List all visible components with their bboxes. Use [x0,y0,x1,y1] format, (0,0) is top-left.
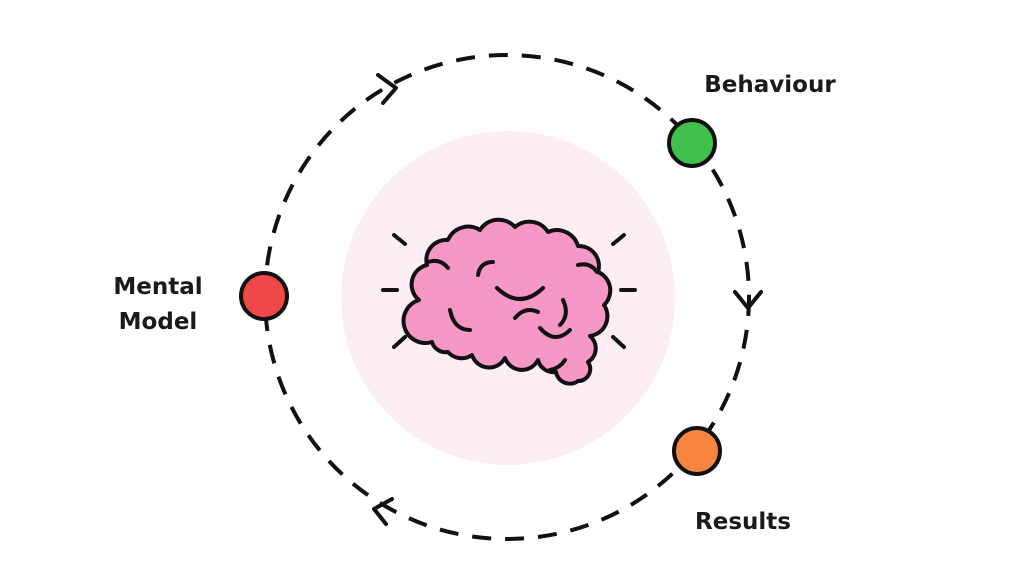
brain-icon [381,217,637,386]
mental-model-label-line1: Mental [113,274,203,300]
arrow-left-icon [372,497,394,526]
arrow-right-icon [376,73,398,105]
arrow-down-icon [733,290,763,310]
results-node [672,426,722,476]
behaviour-label: Behaviour [704,72,836,98]
mental-model-label-line2: Model [118,309,198,335]
glow-rays [381,233,637,349]
results-label: Results [695,509,791,535]
behaviour-node [667,118,717,168]
mental-model-node [239,271,289,321]
